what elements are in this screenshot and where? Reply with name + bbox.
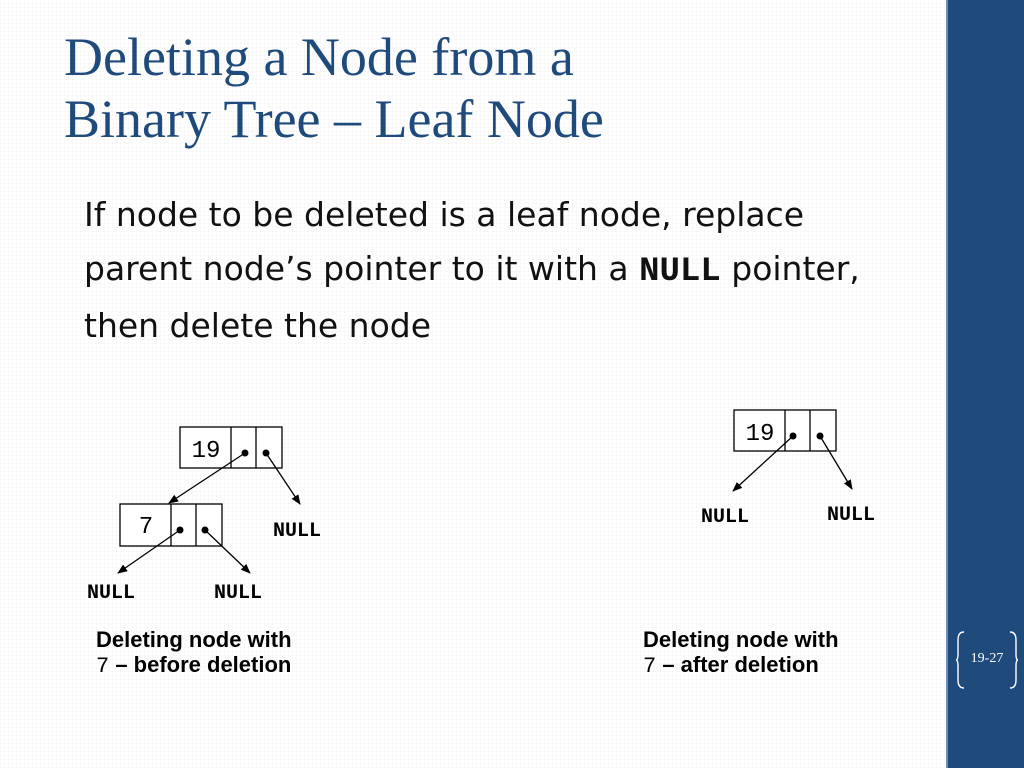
before-null-label-child-right: NULL [214,582,262,605]
before-null-label-child-left: NULL [87,582,135,605]
after-caption-code: 7 [643,654,657,679]
body-text-part-2: pointer, then delete the node [84,249,860,345]
after-root-right-arrow [819,435,853,490]
after-deletion-diagram: 19 NULL NULL [701,409,875,529]
body-text: If node to be deleted is a leaf node, re… [84,188,914,353]
tree-diagrams: 19 7 NULL NULL NULL 19 [87,409,875,605]
before-caption-rest: – before deletion [109,652,292,677]
before-child-value: 7 [139,514,153,541]
after-caption-rest: – after deletion [656,652,819,677]
after-root-left-arrow [732,435,794,492]
slide-title: Deleting a Node from a Binary Tree – Lea… [64,26,924,150]
after-null-label-right: NULL [827,504,875,527]
null-keyword: NULL [639,253,721,291]
slide-title-line-1: Deleting a Node from a [64,27,574,87]
side-bar [946,0,1024,768]
before-root-node: 19 [179,426,283,469]
before-deletion-diagram: 19 7 NULL NULL NULL [87,426,321,605]
after-deletion-caption: Deleting node with 7 – after deletion [643,627,839,679]
before-child-right-arrow [204,529,251,574]
before-deletion-caption: Deleting node with 7 – before deletion [96,627,292,679]
before-caption-code: 7 [96,654,110,679]
before-root-right-arrow [265,452,301,505]
body-text-part-1: If node to be deleted is a leaf node, re… [84,195,805,288]
before-root-value: 19 [192,438,221,465]
before-null-label-root-right: NULL [273,520,321,543]
after-null-label-left: NULL [701,506,749,529]
after-root-value: 19 [746,421,775,448]
before-caption-line-1: Deleting node with [96,627,292,652]
after-root-node: 19 [733,409,837,452]
after-caption-line-1: Deleting node with [643,627,839,652]
before-child-node: 7 [119,503,223,547]
page-number: 19-27 [970,651,1004,666]
before-child-left-arrow [117,529,181,574]
page-number-badge: 19-27 [955,630,1019,690]
slide-title-line-2: Binary Tree – Leaf Node [64,89,604,149]
before-root-left-arrow [168,452,246,504]
